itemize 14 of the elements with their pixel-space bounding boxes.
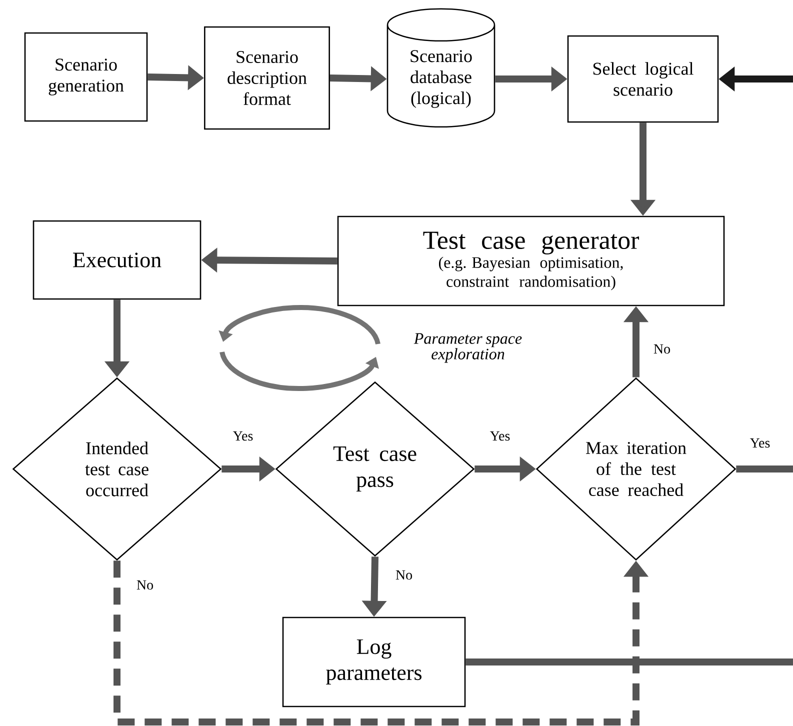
edge-label: Yes <box>488 430 512 442</box>
process-box: Log parameters <box>282 616 466 708</box>
process-box: Scenario generation <box>24 32 148 122</box>
process-box: Test case generator (e.g. Bayesian optimisation, constraint randomisation) <box>337 216 725 306</box>
process-box: Execution <box>32 220 202 300</box>
edge-label: No <box>394 569 414 581</box>
process-box: Scenario description format <box>204 26 330 130</box>
edge-label: No <box>135 579 155 591</box>
database-cylinder: Scenario database (logical) <box>386 8 496 128</box>
process-box: Select logical scenario <box>567 35 719 123</box>
edge-label: Yes <box>232 430 254 442</box>
italic-note: Parameter space exploration <box>414 333 522 363</box>
edge-label: Yes <box>748 437 772 449</box>
edge-label: No <box>652 343 672 355</box>
